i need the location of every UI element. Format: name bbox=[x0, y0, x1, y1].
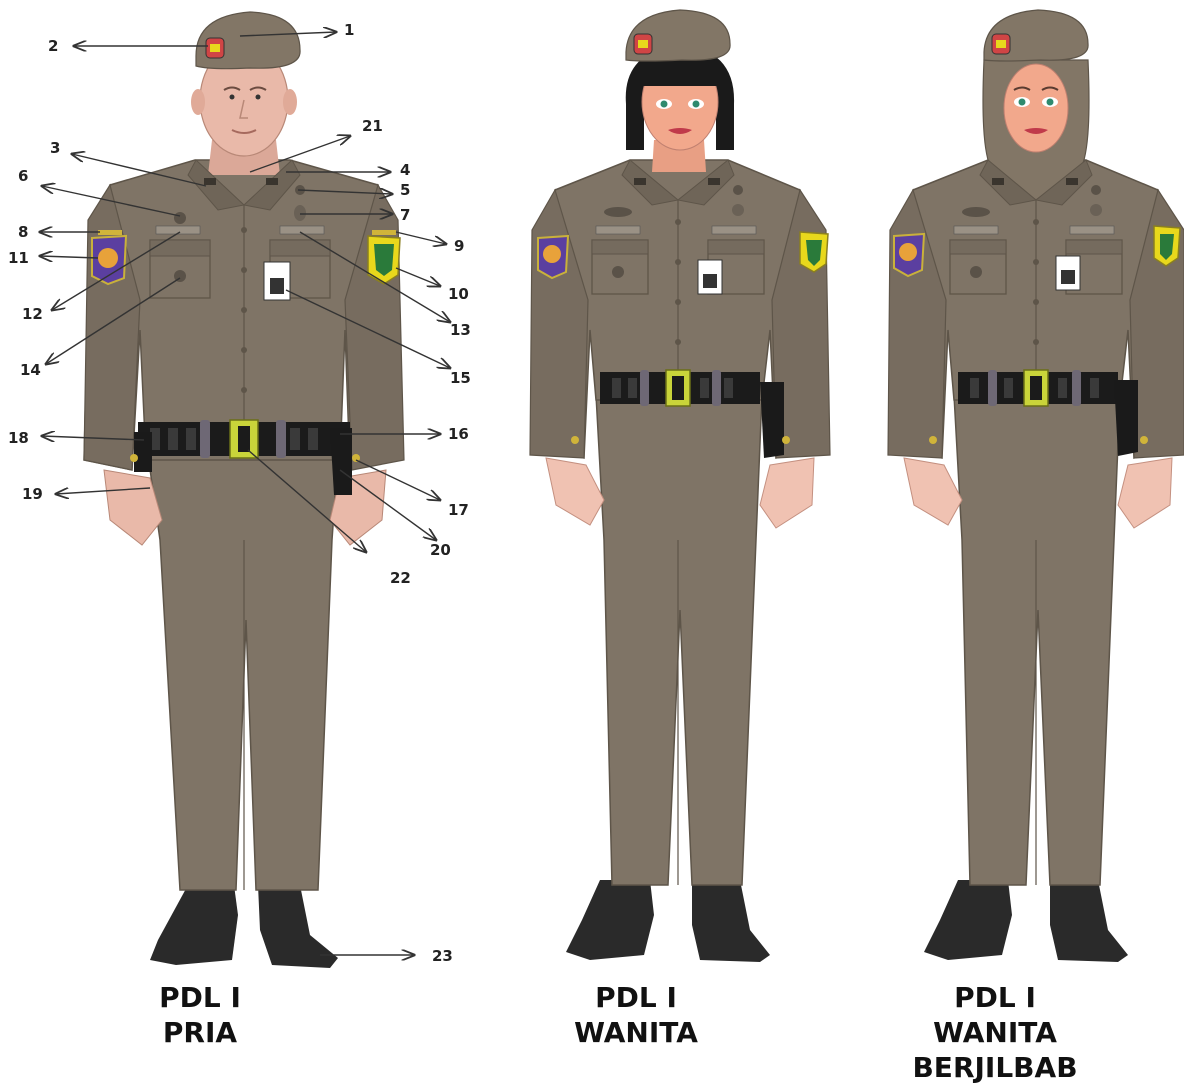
label-1: 1 bbox=[344, 22, 354, 38]
caption-berjilbab-line1: PDL I bbox=[890, 980, 1100, 1015]
label-15: 15 bbox=[450, 370, 471, 386]
label-14: 14 bbox=[20, 362, 41, 378]
label-3: 3 bbox=[50, 140, 60, 156]
caption-wanita-line1: PDL I bbox=[556, 980, 716, 1015]
figure-pria bbox=[84, 12, 404, 968]
label-8: 8 bbox=[18, 224, 28, 240]
label-12: 12 bbox=[22, 306, 43, 322]
caption-pria: PDL I PRIA bbox=[134, 980, 266, 1050]
caption-berjilbab-line3: BERJILBAB bbox=[890, 1050, 1100, 1085]
label-10: 10 bbox=[448, 286, 469, 302]
label-22: 22 bbox=[390, 570, 411, 586]
label-2: 2 bbox=[48, 38, 58, 54]
figure-wanita bbox=[530, 10, 830, 962]
caption-pria-line1: PDL I bbox=[134, 980, 266, 1015]
caption-wanita-line2: WANITA bbox=[556, 1015, 716, 1050]
caption-wanita: PDL I WANITA bbox=[556, 980, 716, 1050]
label-19: 19 bbox=[22, 486, 43, 502]
caption-berjilbab-line2: WANITA bbox=[890, 1015, 1100, 1050]
label-11: 11 bbox=[8, 250, 29, 266]
figure-wanita-berjilbab bbox=[888, 10, 1184, 962]
label-5: 5 bbox=[400, 182, 410, 198]
label-6: 6 bbox=[18, 168, 28, 184]
label-18: 18 bbox=[8, 430, 29, 446]
label-23: 23 bbox=[432, 948, 453, 964]
label-4: 4 bbox=[400, 162, 410, 178]
label-16: 16 bbox=[448, 426, 469, 442]
caption-pria-line2: PRIA bbox=[134, 1015, 266, 1050]
label-20: 20 bbox=[430, 542, 451, 558]
caption-berjilbab: PDL I WANITA BERJILBAB bbox=[890, 980, 1100, 1085]
label-17: 17 bbox=[448, 502, 469, 518]
label-9: 9 bbox=[454, 238, 464, 254]
label-13: 13 bbox=[450, 322, 471, 338]
label-7: 7 bbox=[400, 207, 410, 223]
label-21: 21 bbox=[362, 118, 383, 134]
